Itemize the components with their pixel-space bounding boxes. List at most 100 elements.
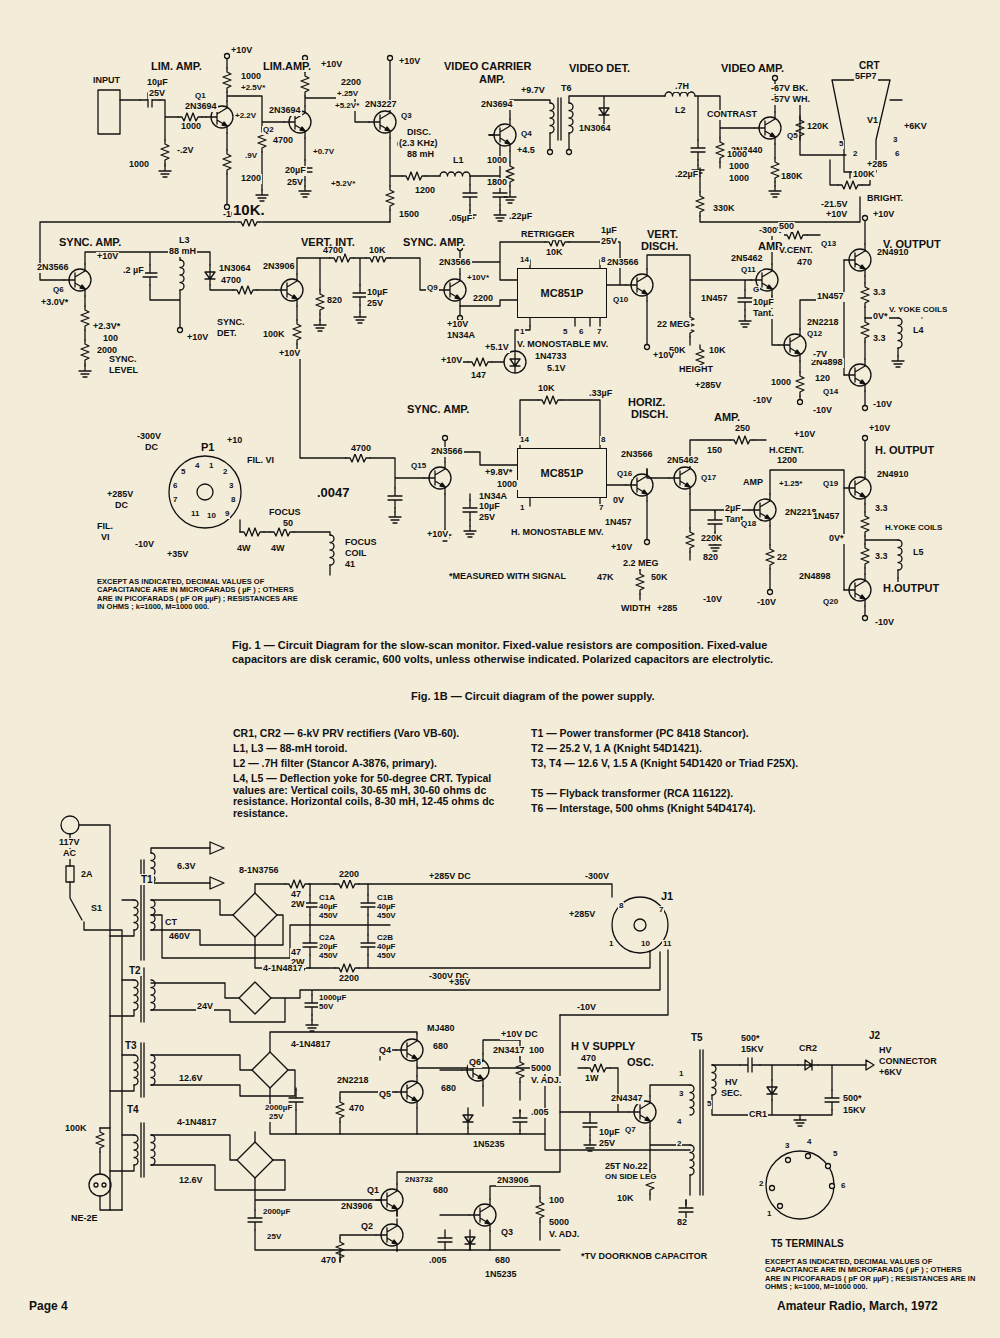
wire-path — [640, 440, 766, 600]
schematic-label: 1 — [519, 328, 525, 337]
schematic-label: 450V — [318, 952, 339, 961]
schematic-label: HV — [878, 1046, 893, 1056]
component-symbol — [778, 1204, 783, 1209]
component-symbol — [493, 185, 507, 205]
wire-path — [310, 884, 368, 968]
component-symbol — [376, 1219, 403, 1251]
schematic-label: 470 — [796, 258, 813, 268]
schematic-label: 10µF — [478, 502, 501, 512]
component-symbol — [548, 150, 553, 155]
schematic-label: 40µF — [318, 903, 338, 912]
schematic-label: +10V — [652, 351, 675, 361]
schematic-label: 88 mH — [406, 150, 435, 160]
component-symbol — [301, 72, 309, 96]
schematic-label: 6 — [578, 328, 584, 337]
schematic-label: 7 — [596, 328, 602, 337]
schematic-label: 1000 — [728, 162, 750, 172]
schematic-label: 2N2218 — [336, 1076, 370, 1086]
component-symbol — [794, 1115, 806, 1126]
component-symbol — [510, 352, 520, 372]
schematic-label: Q15 — [410, 462, 427, 471]
schematic-label: 500 — [778, 222, 795, 232]
schematic-label: EXCEPT AS INDICATED, DECIMAL VALUES OF C… — [96, 578, 303, 611]
schematic-label: 1N457 — [816, 292, 845, 302]
component-symbol — [771, 158, 779, 182]
schematic-label: C1A — [318, 894, 336, 903]
schematic-label: L4 — [912, 326, 925, 336]
terminal-circle — [61, 816, 79, 834]
wire-path — [560, 1068, 690, 1205]
schematic-shape — [98, 90, 120, 134]
component-symbol — [306, 1020, 318, 1031]
schematic-label: +5.1V — [484, 343, 510, 353]
schematic-label: 1000 — [128, 160, 150, 170]
schematic-label: +10V — [446, 320, 469, 330]
schematic-label: 1 — [519, 504, 525, 513]
schematic-label: 2000µF — [264, 1104, 293, 1113]
component-symbol — [465, 1230, 475, 1250]
schematic-label: 250 — [734, 424, 751, 434]
schematic-label: -7V — [812, 350, 828, 360]
schematic-label: 1N457 — [604, 518, 633, 528]
component-symbol — [134, 980, 138, 1010]
schematic-label: +10V — [426, 530, 449, 540]
schematic-label: 4700 — [350, 444, 372, 454]
schematic-label: 1N34A — [446, 331, 476, 341]
wire-path — [607, 484, 626, 485]
schematic-label: 2N3566 — [430, 447, 464, 457]
schematic-label: 3 — [784, 1142, 790, 1151]
schematic-label: 5 — [838, 140, 844, 149]
schematic-label: 20µF — [318, 943, 338, 952]
schematic-label: L5 — [912, 548, 925, 558]
schematic-label: .2 µF — [122, 266, 145, 276]
schematic-label: BRIGHT. — [866, 194, 904, 204]
schematic-label: 147 — [470, 371, 487, 381]
schematic-label: T2 — 25.2 V, 1 A (Knight 54D1421). — [530, 743, 703, 755]
schematic-label: Q2 — [360, 1222, 374, 1232]
schematic-label: 2N3227 — [364, 100, 398, 110]
schematic-label: SYNC. AMP. — [58, 236, 122, 248]
component-symbol — [798, 1060, 818, 1070]
component-symbol — [134, 1055, 138, 1085]
component-symbol — [708, 512, 722, 532]
schematic-label: +2.2V — [234, 112, 257, 121]
wire-path — [110, 1123, 144, 1177]
schematic-label: 1µF — [600, 226, 618, 236]
schematic-label: 2N3566 — [36, 263, 70, 273]
wire-path — [800, 260, 844, 400]
schematic-label: VERT. — [646, 228, 679, 240]
schematic-label: 1000 — [240, 72, 262, 82]
schematic-label: 47K — [596, 573, 615, 583]
schematic-label: 680 — [440, 1084, 457, 1094]
schematic-label: 100K — [852, 170, 876, 180]
schematic-label: 40µF — [376, 903, 396, 912]
component-symbol — [134, 1135, 138, 1165]
ic-package: MC851P — [517, 448, 607, 498]
component-symbol — [844, 359, 871, 391]
schematic-label: 5FP7 — [854, 72, 878, 82]
component-symbol — [463, 1108, 473, 1128]
schematic-label: AMP. — [478, 73, 506, 85]
schematic-label: -10V — [874, 618, 895, 628]
wire-path — [850, 100, 902, 178]
wire-path — [110, 1043, 144, 1097]
wire-path — [897, 348, 898, 356]
wire-path — [70, 825, 122, 1210]
component-symbol — [798, 400, 803, 405]
schematic-label: Q4 — [520, 130, 533, 139]
wire-path — [110, 848, 210, 960]
schematic-label: 680 — [432, 1186, 449, 1196]
schematic-label: T3 — [124, 1040, 138, 1051]
schematic-label: DC — [114, 501, 129, 511]
schematic-label: 25V — [366, 299, 384, 309]
component-symbol — [316, 290, 324, 314]
component-symbol — [464, 526, 476, 537]
schematic-label: 1500 — [398, 210, 420, 220]
schematic-label: 88 mH — [168, 247, 197, 257]
component-symbol — [712, 1065, 716, 1095]
schematic-label: CR2 — [798, 1044, 818, 1054]
schematic-label: FOCUS — [344, 538, 378, 548]
schematic-label: 4-1N4817 — [176, 1118, 218, 1128]
component-symbol — [898, 540, 902, 570]
schematic-label: 2N3566 — [438, 258, 472, 268]
